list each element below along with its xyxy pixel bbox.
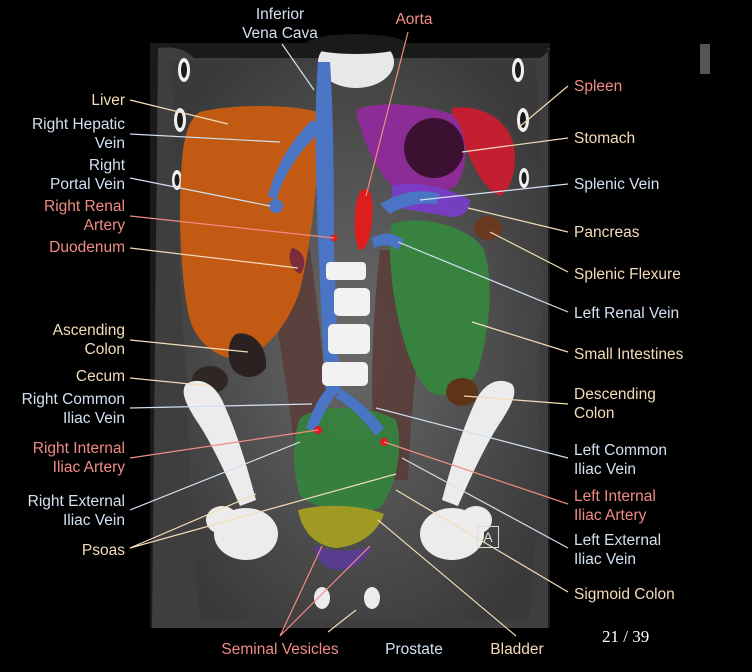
vertebra (326, 262, 366, 280)
descending-colon-overlay (446, 378, 478, 406)
label-pancreas: Pancreas (574, 224, 640, 241)
label-inferior-vena-cava: Inferior Vena Cava (242, 6, 318, 42)
label-splenic-flexure: Splenic Flexure (574, 266, 681, 283)
right-common-iliac-vein-overlay (306, 390, 340, 432)
leader-descending-colon (463, 395, 569, 405)
leader-right-hepatic-vein (129, 133, 281, 143)
leader-stomach (461, 137, 569, 153)
leader-left-external-iliac-vein (401, 457, 569, 549)
leader-cecum (129, 377, 211, 387)
label-cecum: Cecum (75, 368, 125, 385)
leader-liver (129, 99, 229, 125)
bladder-overlay (298, 505, 384, 548)
leader-duodenum (129, 247, 299, 269)
label-right-portal-vein: Right Portal Vein (50, 157, 125, 193)
edge-artifact (700, 44, 710, 74)
leader-right-renal-artery (129, 215, 335, 239)
label-sigmoid-colon: Sigmoid Colon (574, 586, 675, 603)
orientation-marker: A (477, 526, 499, 548)
leader-pancreas (467, 207, 569, 233)
small-intestines-overlay (389, 220, 490, 396)
label-liver: Liver (91, 92, 125, 109)
left-pubis (364, 587, 380, 609)
aorta-overlay (354, 189, 373, 250)
seminal-vesicles-overlay (314, 546, 372, 570)
label-right-renal-artery: Right Renal Artery (44, 198, 125, 234)
right-acetabulum (206, 506, 238, 534)
leader-psoas-1 (129, 493, 257, 549)
left-acetabulum (460, 506, 492, 534)
leader-right-portal-vein (129, 177, 271, 207)
label-bladder: Bladder (490, 641, 544, 658)
page-indicator: 21 / 39 (602, 627, 650, 646)
left-iliac-wing (442, 380, 515, 506)
leader-aorta (365, 31, 409, 197)
right-hepatic-vein-overlay (268, 120, 324, 200)
label-prostate: Prostate (385, 641, 443, 658)
leader-right-external-iliac-vein (129, 441, 301, 511)
leader-right-internal-iliac-artery (129, 429, 319, 459)
inferior-vena-cava-overlay (315, 62, 340, 390)
leader-left-internal-iliac-artery (383, 441, 569, 505)
viscera-leaders (129, 85, 569, 637)
right-iliac-wing (183, 380, 256, 506)
label-left-renal-vein: Left Renal Vein (574, 305, 680, 322)
label-duodenum: Duodenum (49, 239, 125, 256)
label-small-intestines: Small Intestines (574, 346, 684, 363)
leader-seminal-vesicles-1 (279, 545, 323, 637)
label-right-hepatic-vein: Right Hepatic Vein (31, 116, 125, 152)
label-splenic-vein: Splenic Vein (574, 176, 660, 193)
label-right-internal-iliac-artery: Right Internal Iliac Artery (32, 440, 125, 476)
label-descending-colon: Descending Colon (574, 386, 656, 422)
sigmoid-colon-overlay (294, 407, 400, 512)
vertebra (328, 324, 370, 354)
leader-spleen (517, 85, 569, 129)
leader-inferior-vena-cava (281, 43, 315, 91)
splenic-vein-overlay (380, 191, 440, 214)
label-ascending-colon: Ascending Colon (52, 322, 125, 358)
leader-splenic-vein (419, 183, 569, 201)
label-right-common-iliac-vein: Right Common Iliac Vein (21, 391, 125, 427)
label-stomach: Stomach (574, 130, 636, 147)
vein-leaders (129, 43, 569, 549)
label-left-common-iliac-vein: Left Common Iliac Vein (574, 442, 668, 478)
label-psoas: Psoas (81, 542, 125, 559)
venous-system (268, 62, 440, 436)
leader-prostate (327, 609, 357, 633)
leader-ascending-colon (129, 339, 249, 353)
leader-splenic-flexure (489, 231, 569, 273)
label-right-external-iliac-vein: Right External Iliac Vein (27, 493, 125, 529)
label-aorta: Aorta (395, 11, 433, 28)
leader-left-renal-vein (397, 241, 569, 313)
pelvic-bones (183, 380, 515, 609)
leader-small-intestines (471, 321, 569, 353)
leader-sigmoid-colon (395, 489, 569, 593)
ascending-colon-overlay (228, 333, 267, 377)
spleen-overlay (452, 107, 516, 196)
leader-psoas-2 (129, 473, 397, 549)
leader-seminal-vesicles-2 (279, 545, 371, 637)
vertebra (334, 288, 370, 316)
leader-bladder (377, 519, 517, 637)
stomach-lumen (404, 118, 464, 178)
lumbar-spine (322, 262, 370, 386)
artery-leaders (129, 31, 569, 505)
left-renal-vein-overlay (372, 233, 404, 250)
left-common-iliac-vein-overlay (336, 388, 384, 436)
right-pubis (314, 587, 330, 609)
right-portal-vein-overlay (269, 199, 283, 213)
label-left-external-iliac-vein: Left External Iliac Vein (574, 532, 662, 568)
seminal-vesicle-leaders (279, 545, 371, 637)
leader-left-common-iliac-vein (375, 407, 569, 459)
label-spleen: Spleen (574, 78, 623, 95)
label-left-internal-iliac-artery: Left Internal Iliac Artery (574, 488, 656, 524)
label-seminal-vesicles: Seminal Vesicles (221, 641, 339, 658)
vertebra (322, 362, 368, 386)
leader-right-common-iliac-vein (129, 403, 313, 409)
